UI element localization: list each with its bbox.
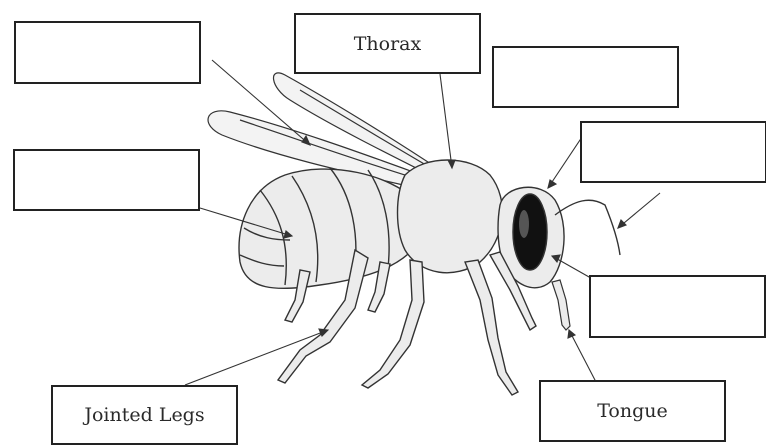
label-box-blank[interactable] (492, 46, 679, 108)
thorax (398, 160, 503, 273)
pointer-arrowhead (548, 180, 556, 188)
antenna (555, 200, 620, 255)
label-box-thorax[interactable]: Thorax (294, 13, 481, 74)
label-box-tongue[interactable]: Tongue (539, 380, 726, 442)
eye-highlight (519, 210, 529, 238)
compound-eye (513, 194, 547, 270)
pointer-line-legs (185, 330, 328, 385)
pointer-arrowhead (618, 220, 626, 228)
label-box-jointed-legs[interactable]: Jointed Legs (51, 385, 238, 445)
label-box-blank[interactable] (580, 121, 766, 183)
leg (362, 260, 424, 388)
tongue (552, 280, 570, 330)
label-box-blank[interactable] (589, 275, 766, 338)
label-box-blank[interactable] (13, 149, 200, 211)
pointer-arrowhead (568, 330, 575, 338)
pointer-line-thorax (440, 74, 452, 168)
label-box-blank[interactable] (14, 21, 201, 84)
